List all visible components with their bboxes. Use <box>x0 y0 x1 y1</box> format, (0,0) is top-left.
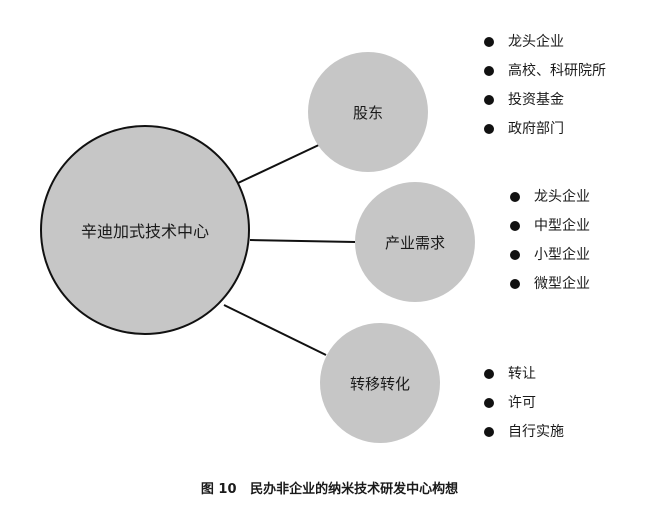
list-item: 转让 <box>484 364 564 393</box>
node-industry-demand: 产业需求 <box>355 182 475 302</box>
bullet-icon <box>484 369 494 379</box>
list-item-label: 中型企业 <box>534 218 590 234</box>
list-item: 小型企业 <box>510 245 590 274</box>
list-item: 高校、科研院所 <box>484 61 606 90</box>
bullet-icon <box>510 192 520 202</box>
list-item-label: 自行实施 <box>508 424 564 440</box>
node-shareholders-label: 股东 <box>352 103 383 122</box>
list-item: 自行实施 <box>484 422 564 451</box>
list-item-label: 高校、科研院所 <box>508 63 606 79</box>
list-item-label: 许可 <box>508 395 536 411</box>
bullet-icon <box>484 66 494 76</box>
bullet-icon <box>510 250 520 260</box>
bullet-icon <box>484 398 494 408</box>
bullet-icon <box>484 95 494 105</box>
shareholders-list: 龙头企业 高校、科研院所 投资基金 政府部门 <box>484 32 606 148</box>
list-item-label: 龙头企业 <box>534 189 590 205</box>
list-item-label: 龙头企业 <box>508 34 564 50</box>
industry-demand-list: 龙头企业 中型企业 小型企业 微型企业 <box>510 187 590 303</box>
list-item: 龙头企业 <box>484 32 606 61</box>
bullet-icon <box>510 279 520 289</box>
list-item: 中型企业 <box>510 216 590 245</box>
node-industry-demand-label: 产业需求 <box>384 233 445 252</box>
list-item-label: 投资基金 <box>508 92 564 108</box>
list-item-label: 转让 <box>508 366 536 382</box>
list-item: 许可 <box>484 393 564 422</box>
center-node: 辛迪加式技术中心 <box>40 125 250 335</box>
list-item-label: 政府部门 <box>508 121 564 137</box>
node-transfer-label: 转移转化 <box>349 374 410 393</box>
bullet-icon <box>510 221 520 231</box>
list-item-label: 小型企业 <box>534 247 590 263</box>
figure-caption: 图 10 民办非企业的纳米技术研发中心构想 <box>200 482 459 497</box>
connector-demand <box>249 239 356 243</box>
list-item-label: 微型企业 <box>534 276 590 292</box>
bullet-icon <box>484 37 494 47</box>
list-item: 微型企业 <box>510 274 590 303</box>
node-transfer: 转移转化 <box>320 323 440 443</box>
connector-shareholders <box>237 142 324 184</box>
list-item: 龙头企业 <box>510 187 590 216</box>
transfer-list: 转让 许可 自行实施 <box>484 364 564 451</box>
list-item: 政府部门 <box>484 119 606 148</box>
bullet-icon <box>484 427 494 437</box>
center-node-label: 辛迪加式技术中心 <box>80 222 209 241</box>
bullet-icon <box>484 124 494 134</box>
connector-transfer <box>223 304 327 356</box>
list-item: 投资基金 <box>484 90 606 119</box>
node-shareholders: 股东 <box>308 52 428 172</box>
